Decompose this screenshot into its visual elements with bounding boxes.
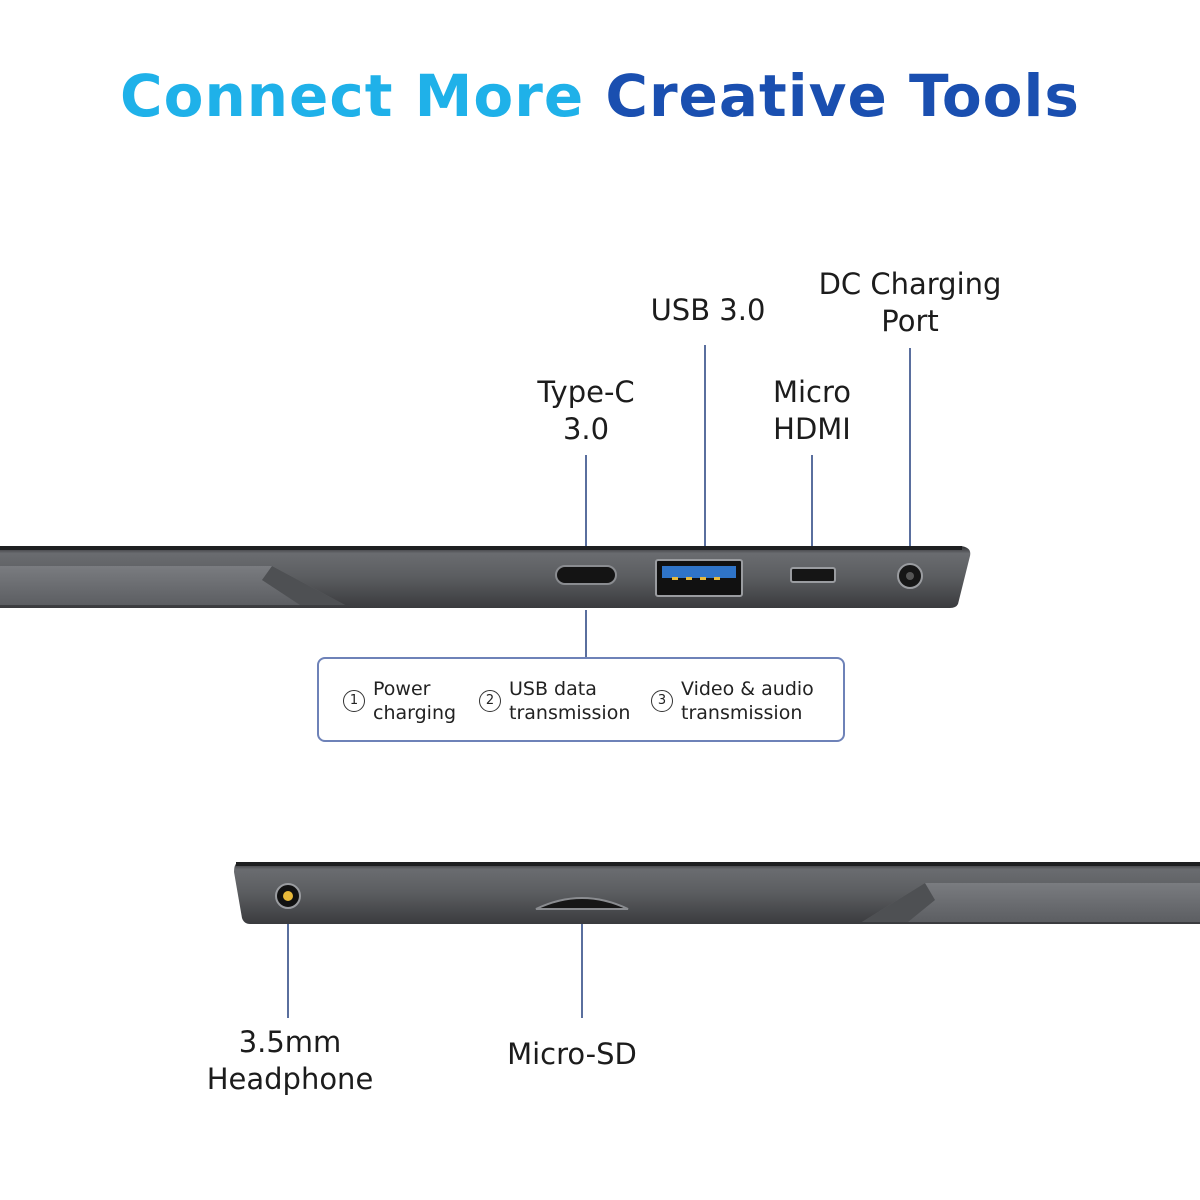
- typec-feature-box: 1 Power charging 2 USB data transmission…: [317, 657, 845, 742]
- feature-usb-data: 2 USB data transmission: [479, 677, 630, 725]
- micro-hdmi-port-shape: [790, 567, 836, 583]
- feature-text-1: Power charging: [373, 678, 457, 724]
- feature-power-charging: 1 Power charging: [343, 677, 456, 725]
- feature-text-2: USB data transmission: [509, 678, 631, 724]
- feature-video-audio: 3 Video & audio transmission: [651, 677, 814, 725]
- page-title: Connect More Creative Tools: [0, 62, 1200, 130]
- feature-number-1: 1: [343, 690, 365, 712]
- title-part-1: Connect More: [120, 62, 585, 130]
- label-usb3: USB 3.0: [650, 293, 766, 327]
- typec-port-shape: [555, 565, 617, 585]
- label-micro-sd: Micro-SD: [507, 1037, 637, 1071]
- feature-text-3: Video & audio transmission: [681, 678, 814, 724]
- device-top-edge: [0, 546, 971, 608]
- label-micro-hdmi: Micro HDMI: [772, 375, 852, 446]
- feature-number-3: 3: [651, 690, 673, 712]
- label-dc-charging: DC Charging Port: [818, 267, 1002, 338]
- label-typec: Type-C 3.0: [537, 375, 635, 446]
- device-bottom-edge: [234, 862, 1200, 924]
- feature-number-2: 2: [479, 690, 501, 712]
- title-part-2: Creative Tools: [605, 62, 1080, 130]
- micro-sd-slot-shape: [535, 897, 629, 910]
- label-headphone: 3.5mm Headphone: [206, 1025, 374, 1096]
